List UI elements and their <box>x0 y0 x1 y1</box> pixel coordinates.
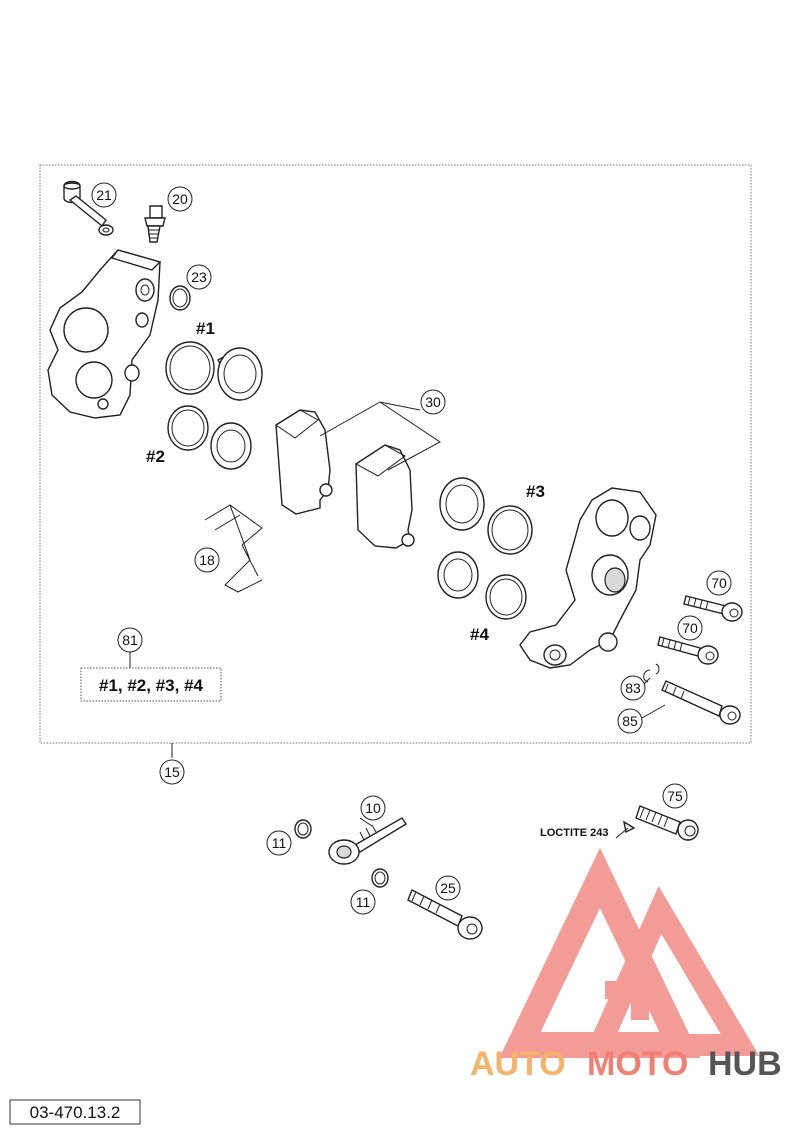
svg-text:MOTO: MOTO <box>587 1045 688 1083</box>
doc-number: 03-470.13.2 <box>30 1103 121 1122</box>
svg-text:75: 75 <box>667 788 683 804</box>
svg-text:83: 83 <box>625 680 641 696</box>
part-30-leader <box>319 401 441 471</box>
part-70-bolt-a <box>683 595 743 622</box>
svg-text:10: 10 <box>365 800 381 816</box>
part-30-brake-pad-b <box>355 444 415 549</box>
callout-11-a: 11 <box>266 830 292 856</box>
part-21-bleed-cap <box>63 180 114 236</box>
callout-85: 85 <box>617 708 643 734</box>
piston-4 <box>437 551 479 599</box>
callout-20: 20 <box>167 186 193 212</box>
callout-23: 23 <box>186 264 212 290</box>
part-18-pad-spring <box>204 504 263 593</box>
piston-2 <box>210 422 252 470</box>
svg-text:20: 20 <box>172 191 188 207</box>
part-11-washer-a <box>294 819 312 839</box>
part-23-seal-inner <box>172 288 188 308</box>
callout-25: 25 <box>435 875 461 901</box>
callout-30: 30 <box>420 389 446 415</box>
callout-21: 21 <box>91 182 117 208</box>
part-83-circlip <box>643 663 660 683</box>
part-75-bolt <box>623 805 699 841</box>
doc-number-box <box>9 1099 141 1125</box>
svg-text:15: 15 <box>164 764 180 780</box>
piston-1 <box>217 347 263 402</box>
callout-10: 10 <box>360 795 386 821</box>
callout-75: 75 <box>662 783 688 809</box>
svg-text:HUB: HUB <box>708 1045 782 1083</box>
svg-text:25: 25 <box>440 880 456 896</box>
part-85-pin <box>661 680 741 725</box>
tag-4: #4 <box>470 625 489 644</box>
callout-15: 15 <box>159 759 185 785</box>
tag-3: #3 <box>526 482 545 501</box>
seal-4 <box>485 574 527 620</box>
part-70-bolt-b <box>657 636 719 665</box>
seal-1 <box>165 341 215 395</box>
tag-1: #1 <box>196 319 215 338</box>
svg-text:23: 23 <box>191 269 207 285</box>
svg-text:30: 30 <box>425 394 441 410</box>
watermark-text: AUTO MOTO HUB <box>470 1045 782 1083</box>
svg-text:70: 70 <box>682 620 698 636</box>
callout-11-b: 11 <box>350 889 376 915</box>
callout-81: 81 <box>117 627 143 653</box>
svg-text:81: 81 <box>122 632 138 648</box>
svg-text:11: 11 <box>356 894 371 910</box>
svg-text:18: 18 <box>199 552 215 568</box>
svg-text:21: 21 <box>96 187 112 203</box>
callout-70-b: 70 <box>677 615 703 641</box>
part-10-brake-line <box>328 817 407 865</box>
part-30-brake-pad-a <box>275 409 333 515</box>
part-25-banjo-bolt <box>407 889 483 940</box>
kit-box-label: #1, #2, #3, #4 <box>99 676 204 695</box>
svg-text:85: 85 <box>622 713 638 729</box>
callout-70-a: 70 <box>706 570 732 596</box>
kit-box <box>80 667 222 702</box>
svg-text:11: 11 <box>272 835 287 851</box>
outer-caliper-half <box>47 249 162 419</box>
part-20-bleed-screw <box>144 205 166 243</box>
loctite-label: LOCTITE 243 <box>540 827 608 839</box>
watermark-logo <box>499 847 760 1058</box>
piston-3 <box>439 476 485 532</box>
seal-2 <box>167 405 209 451</box>
loctite-leader <box>615 827 629 839</box>
part-11-washer-b <box>371 868 389 888</box>
callout-83: 83 <box>620 675 646 701</box>
tag-2: #2 <box>146 447 165 466</box>
seal-3 <box>487 505 533 555</box>
inner-caliper-half <box>519 487 657 669</box>
svg-text:70: 70 <box>711 575 727 591</box>
assembly-frame <box>39 164 752 744</box>
callout-18: 18 <box>194 547 220 573</box>
svg-text:AUTO: AUTO <box>470 1045 566 1083</box>
